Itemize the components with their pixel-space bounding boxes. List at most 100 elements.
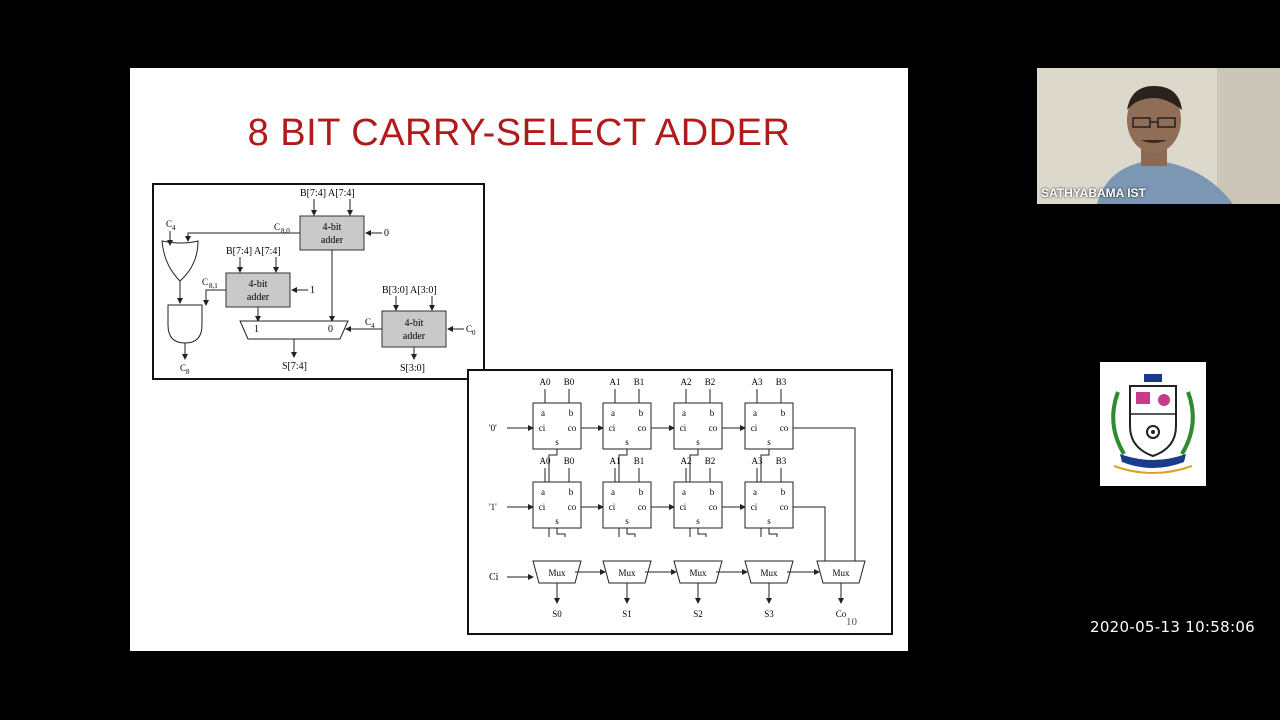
cell-input-b: B1 <box>634 377 645 387</box>
mux-block <box>816 560 866 584</box>
cell-s-label: s <box>767 437 771 447</box>
cell-b-label: b <box>710 487 715 497</box>
cell-input-a: A0 <box>540 456 551 466</box>
carry-c4-label: C <box>365 317 371 327</box>
cell-input-a: A2 <box>681 377 692 387</box>
cell-a-label: a <box>682 408 686 418</box>
adder-label: adder <box>247 292 270 303</box>
cell-co-label: co <box>638 423 647 433</box>
cell-b-label: b <box>781 408 786 418</box>
adder-label: adder <box>321 235 344 246</box>
cell-s-label: s <box>696 437 700 447</box>
seal-icon <box>1111 374 1195 474</box>
mux-high <box>239 320 349 340</box>
mux-zero-label: 0 <box>328 324 333 335</box>
cell-b-label: b <box>569 408 574 418</box>
cell-s-label: s <box>696 516 700 526</box>
cell-ci-label: ci <box>680 423 687 433</box>
mux-block <box>602 560 652 584</box>
cell-input-b: B0 <box>564 456 575 466</box>
cell-s-label: s <box>555 516 559 526</box>
cell-a-label: a <box>682 487 686 497</box>
mux-label: Mux <box>548 568 566 578</box>
cell-ci-label: ci <box>751 423 758 433</box>
mux-output-label: S3 <box>764 609 774 619</box>
carry-c81-sub: 8,1 <box>209 282 218 290</box>
mux-label: Mux <box>689 568 707 578</box>
row0-label: '0' <box>489 423 497 433</box>
cell-co-label: co <box>780 423 789 433</box>
adder-cell <box>673 481 723 529</box>
institution-logo <box>1100 362 1206 486</box>
cell-b-label: b <box>639 487 644 497</box>
adder-cell <box>602 481 652 529</box>
webcam-tile[interactable]: SATHYABAMA IST <box>1037 68 1280 204</box>
adder-label: adder <box>403 331 426 342</box>
cell-input-a: A1 <box>610 456 621 466</box>
cell-co-label: co <box>709 423 718 433</box>
cell-input-a: A2 <box>681 456 692 466</box>
cell-input-b: B2 <box>705 377 716 387</box>
cell-input-b: B3 <box>776 377 787 387</box>
mux-block <box>673 560 723 584</box>
carry-c4-sub: 4 <box>371 322 375 330</box>
mux-one-label: 1 <box>254 324 259 335</box>
presenter-video <box>1037 68 1280 204</box>
carry-c80-sub: 8,0 <box>281 227 290 235</box>
cell-ci-label: ci <box>680 502 687 512</box>
and-gate <box>167 304 203 344</box>
cell-co-label: co <box>638 502 647 512</box>
cell-s-label: s <box>555 437 559 447</box>
cell-input-a: A3 <box>752 377 763 387</box>
cell-input-a: A0 <box>540 377 551 387</box>
adder-cell <box>673 402 723 450</box>
cell-b-label: b <box>781 487 786 497</box>
cell-input-a: A3 <box>752 456 763 466</box>
adder-cell <box>744 402 794 450</box>
mux-label: Mux <box>760 568 778 578</box>
cell-input-a: A1 <box>610 377 621 387</box>
block-diagram-svg: 4-bit adder B[7:4] A[7:4] 0 C 8,0 4-bit … <box>161 188 476 376</box>
slide-number: 10 <box>846 616 857 628</box>
mux-output-label: S0 <box>552 609 562 619</box>
mux-label: Mux <box>618 568 636 578</box>
cell-ci-label: ci <box>751 502 758 512</box>
cell-a-label: a <box>541 487 545 497</box>
cell-a-label: a <box>753 487 757 497</box>
adder-label: 4-bit <box>405 318 424 329</box>
inputs-low: B[3:0] A[3:0] <box>382 285 437 296</box>
inputs-high-top: B[7:4] A[7:4] <box>300 188 355 199</box>
adder-label: 4-bit <box>249 279 268 290</box>
mux-output-label: S1 <box>622 609 632 619</box>
recording-timestamp: 2020-05-13 10:58:06 <box>1090 618 1256 636</box>
mux-output-label: Co <box>836 609 847 619</box>
mux-block <box>532 560 582 584</box>
cell-a-label: a <box>611 408 615 418</box>
cell-s-label: s <box>767 516 771 526</box>
cell-input-b: B0 <box>564 377 575 387</box>
cell-ci-label: ci <box>609 502 616 512</box>
carry-c4-label: C <box>166 219 172 229</box>
const-one: 1 <box>310 285 315 296</box>
cell-co-label: co <box>780 502 789 512</box>
cell-input-b: B1 <box>634 456 645 466</box>
slide-title: 8 BIT CARRY-SELECT ADDER <box>247 112 791 154</box>
cell-co-label: co <box>568 423 577 433</box>
carry-c80-label: C <box>274 222 280 232</box>
cell-ci-label: ci <box>539 502 546 512</box>
carry-c8-label: C <box>180 363 186 373</box>
sum-low: S[3:0] <box>400 363 425 374</box>
adder-cell <box>744 481 794 529</box>
cell-co-label: co <box>709 502 718 512</box>
adder-high-carry0 <box>299 215 365 251</box>
mux-output-label: S2 <box>693 609 703 619</box>
inputs-high-mid: B[7:4] A[7:4] <box>226 246 281 257</box>
cell-b-label: b <box>569 487 574 497</box>
cell-b-label: b <box>710 408 715 418</box>
cell-s-label: s <box>625 437 629 447</box>
mux-block <box>744 560 794 584</box>
cell-b-label: b <box>639 408 644 418</box>
participant-name: SATHYABAMA IST <box>1041 186 1146 200</box>
